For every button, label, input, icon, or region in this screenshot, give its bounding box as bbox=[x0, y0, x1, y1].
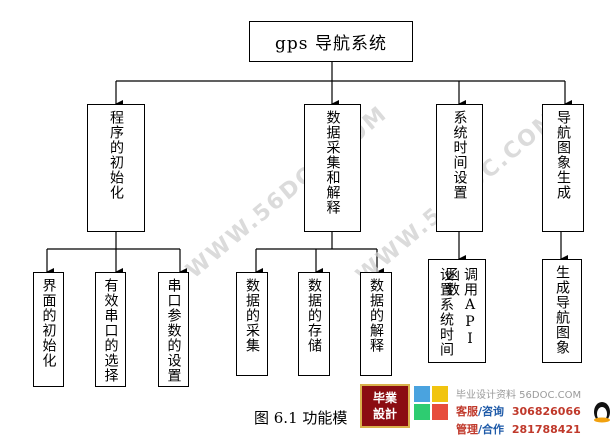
node-nav-generate: 生成导航图象 bbox=[542, 259, 582, 363]
node-init-params-label: 串口参数的设置 bbox=[165, 278, 182, 383]
node-data-store-label: 数据的存储 bbox=[306, 278, 322, 353]
node-time-label: 系统时间设置 bbox=[451, 110, 468, 200]
banner-site: 毕业设计资料 56DOC.COM bbox=[456, 390, 582, 401]
manage-row: 管理/合作 281788421 bbox=[456, 421, 581, 437]
node-init-port: 有效串口的选择 bbox=[95, 272, 126, 387]
figure-caption: 图 6.1 功能模 bbox=[254, 409, 348, 427]
node-data-collect-label: 数据的采集 bbox=[244, 278, 260, 353]
node-init-ui-label: 界面的初始化 bbox=[40, 278, 57, 368]
node-init-ui: 界面的初始化 bbox=[33, 272, 64, 387]
root-label: gps 导航系统 bbox=[275, 34, 387, 54]
node-data-parse: 数据的解释 bbox=[360, 272, 392, 376]
node-data-collect: 数据的采集 bbox=[236, 272, 268, 376]
service-row: 客服/咨询 306826066 bbox=[456, 403, 581, 419]
penguin-icon bbox=[594, 402, 610, 423]
manage-number: 281788421 bbox=[511, 423, 581, 436]
service-number: 306826066 bbox=[511, 405, 581, 418]
node-data-store: 数据的存储 bbox=[298, 272, 330, 376]
site-logo: 毕業 設計 bbox=[360, 384, 410, 428]
node-time-api-label: 调用API函数 bbox=[444, 267, 478, 348]
node-init-label: 程序的初始化 bbox=[108, 110, 124, 200]
node-init-params: 串口参数的设置 bbox=[158, 272, 189, 387]
root-node: gps 导航系统 bbox=[249, 21, 413, 62]
service-label2: /咨询 bbox=[478, 405, 505, 418]
node-time-set: 调用API函数 设置系统时间 bbox=[428, 259, 486, 363]
service-label: 客服 bbox=[456, 405, 478, 418]
node-time-sys-label: 设置系统时间 bbox=[438, 267, 454, 357]
node-data-parse-label: 数据的解释 bbox=[368, 278, 384, 353]
puzzle-icon bbox=[414, 386, 448, 420]
node-nav: 导航图象生成 bbox=[542, 104, 584, 232]
logo-line2: 設計 bbox=[372, 407, 397, 421]
manage-label: 管理 bbox=[456, 423, 478, 436]
node-data: 数据采集和解释 bbox=[304, 104, 361, 232]
node-nav-generate-label: 生成导航图象 bbox=[554, 265, 570, 355]
node-time: 系统时间设置 bbox=[436, 104, 483, 232]
manage-label2: /合作 bbox=[478, 423, 505, 436]
node-init: 程序的初始化 bbox=[87, 104, 145, 232]
logo-line1: 毕業 bbox=[372, 391, 397, 405]
node-data-label: 数据采集和解释 bbox=[324, 110, 341, 215]
node-nav-label: 导航图象生成 bbox=[555, 110, 571, 200]
contact-banner: 毕业设计资料 56DOC.COM 客服/咨询 306826066 管理/合作 2… bbox=[456, 386, 581, 437]
node-init-port-label: 有效串口的选择 bbox=[102, 278, 119, 383]
